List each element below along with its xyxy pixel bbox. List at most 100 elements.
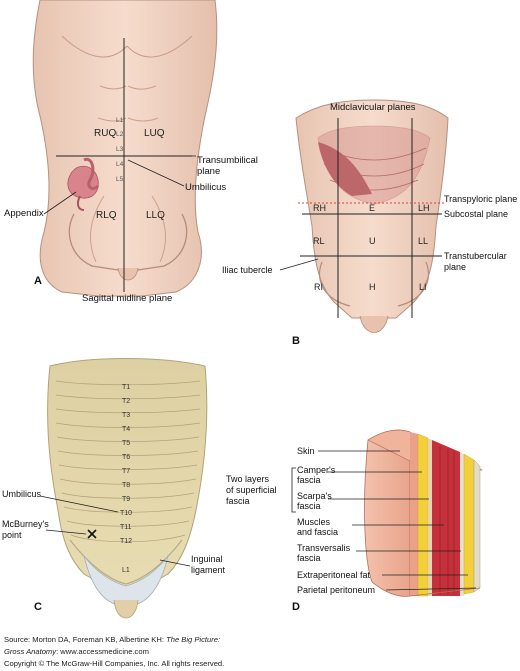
region-ruq: RUQ: [94, 128, 116, 139]
label-two-layers-3: fascia: [226, 496, 250, 506]
dermatome-t12: T12: [120, 538, 132, 545]
region-lh: LH: [418, 203, 430, 213]
superficial-fascia-bracket: [291, 467, 296, 513]
leader-parietal: [385, 587, 477, 591]
label-two-layers-2: of superficial: [226, 485, 277, 495]
layer-leaders: [318, 450, 477, 591]
source-credit: Source: Morton DA, Foreman KB, Albertine…: [4, 635, 220, 644]
appendix-cecum: [67, 165, 99, 199]
label-transtubercular-2: plane: [444, 262, 466, 272]
source-prefix: Source: Morton DA, Foreman KB, Albertine…: [4, 635, 167, 644]
genitalia-outline-c: [113, 599, 139, 619]
dermatome-t1: T1: [122, 384, 130, 391]
label-transversalis-1: Transversalis: [297, 543, 351, 553]
region-rlq: RLQ: [96, 210, 117, 221]
dermatome-t10: T10: [120, 510, 132, 517]
umbilicus-leader: [127, 159, 185, 187]
vertebra-l5: L5: [116, 176, 124, 183]
pelvis-a: [68, 213, 188, 271]
liver-b: [318, 142, 372, 196]
panel-b: RH E LH RL U LL RI H LI Midclavicular pl…: [222, 99, 517, 347]
region-rh: RH: [313, 203, 326, 213]
region-llq: LLQ: [146, 210, 165, 221]
source-suffix: : www.accessmedicine.com: [56, 647, 149, 656]
dermatome-t7: T7: [122, 468, 130, 475]
layer-campers-fascia: [417, 433, 429, 597]
appendix-leader: [43, 191, 77, 215]
layer-muscles: [432, 440, 460, 596]
inguinal-region-c: [83, 555, 169, 607]
region-u: U: [369, 236, 376, 246]
mcburney-point-mark: [87, 529, 97, 539]
torso-c-silhouette: [47, 358, 208, 591]
vertebra-l1: L1: [116, 117, 124, 124]
label-campers-2: fascia: [297, 475, 321, 485]
label-umbilicus-c: Umbilicus: [2, 489, 42, 499]
label-transumbilical-2: plane: [197, 166, 220, 177]
pectoral-lines: [61, 35, 193, 58]
label-campers-1: Camper's: [297, 465, 336, 475]
vertebra-l3: L3: [116, 146, 124, 153]
dermatome-t9: T9: [122, 496, 130, 503]
panel-letter-b: B: [292, 335, 300, 347]
genitalia-outline-a: [117, 267, 139, 281]
dermatome-t8: T8: [122, 482, 130, 489]
label-umbilicus-a: Umbilicus: [185, 182, 226, 193]
panel-c: T1 T2 T3 T4 T5 T6 T7 T8 T9 T10 T11 T12 L…: [2, 358, 226, 619]
dermatome-t6: T6: [122, 454, 130, 461]
label-midclavicular: Midclavicular planes: [330, 102, 416, 113]
source-title2: Gross Anatomy: [4, 647, 57, 656]
dermatome-t4: T4: [122, 426, 130, 433]
muscle-fibers: [439, 446, 455, 594]
layer-parietal-peritoneum: [473, 459, 481, 593]
label-muscles-1: Muscles: [297, 517, 331, 527]
region-e: E: [369, 203, 375, 213]
label-iliac-tubercle: Iliac tubercle: [222, 265, 273, 275]
label-parietal: Parietal peritoneum: [297, 585, 375, 595]
panel-letter-c: C: [34, 601, 42, 613]
label-scarpas-1: Scarpa's: [297, 491, 332, 501]
region-ll: LL: [418, 236, 428, 246]
layer-skin: [410, 432, 418, 596]
label-muscles-2: and fascia: [297, 527, 338, 537]
label-skin: Skin: [297, 446, 315, 456]
label-transversalis-2: fascia: [297, 553, 321, 563]
label-mcburney-1: McBurney's: [2, 519, 49, 529]
colon-segment: [83, 157, 100, 190]
region-luq: LUQ: [144, 128, 165, 139]
vertebra-l2: L2: [116, 131, 124, 138]
panel-letter-d: D: [292, 601, 300, 613]
tissue-block-outline: [409, 587, 481, 597]
mcburney-leader: [45, 529, 87, 535]
region-rl: RL: [313, 236, 325, 246]
vertebra-l4: L4: [116, 161, 124, 168]
layer-extraperitoneal-fat: [463, 453, 475, 595]
umbilicus-c-leader: [39, 495, 119, 513]
copyright: Copyright © The McGraw-Hill Companies, I…: [4, 659, 224, 668]
label-mcburney-2: point: [2, 530, 22, 540]
label-transtubercular-1: Transtubercular: [444, 251, 507, 261]
panel-letter-a: A: [34, 275, 42, 287]
label-two-layers-1: Two layers: [226, 474, 270, 484]
label-subcostal: Subcostal plane: [444, 209, 508, 219]
label-inguinal-1: Inguinal: [191, 554, 223, 564]
dermatome-t3: T3: [122, 412, 130, 419]
label-transumbilical-1: Transumbilical: [197, 155, 258, 166]
label-scarpas-2: fascia: [297, 501, 321, 511]
torso-a-silhouette: [32, 0, 218, 297]
pelvis-b: [318, 261, 430, 307]
iliac-tubercle-leader: [279, 258, 319, 271]
dermatome-l1: L1: [122, 567, 130, 574]
abdominal-contours: [90, 85, 166, 263]
label-inguinal-2: ligament: [191, 565, 226, 575]
copyright-text: Copyright © The McGraw-Hill Companies, I…: [4, 659, 225, 668]
source-title: The Big Picture:: [166, 635, 221, 644]
dermatome-t11: T11: [120, 524, 132, 531]
dermatome-t2: T2: [122, 398, 130, 405]
source-credit-line2: Gross Anatomy: www.accessmedicine.com: [4, 647, 149, 656]
layer-transversalis: [460, 452, 464, 596]
label-sagittal: Sagittal midline plane: [82, 293, 172, 304]
region-ri: RI: [314, 282, 323, 292]
dermatome-lines: [55, 380, 201, 543]
